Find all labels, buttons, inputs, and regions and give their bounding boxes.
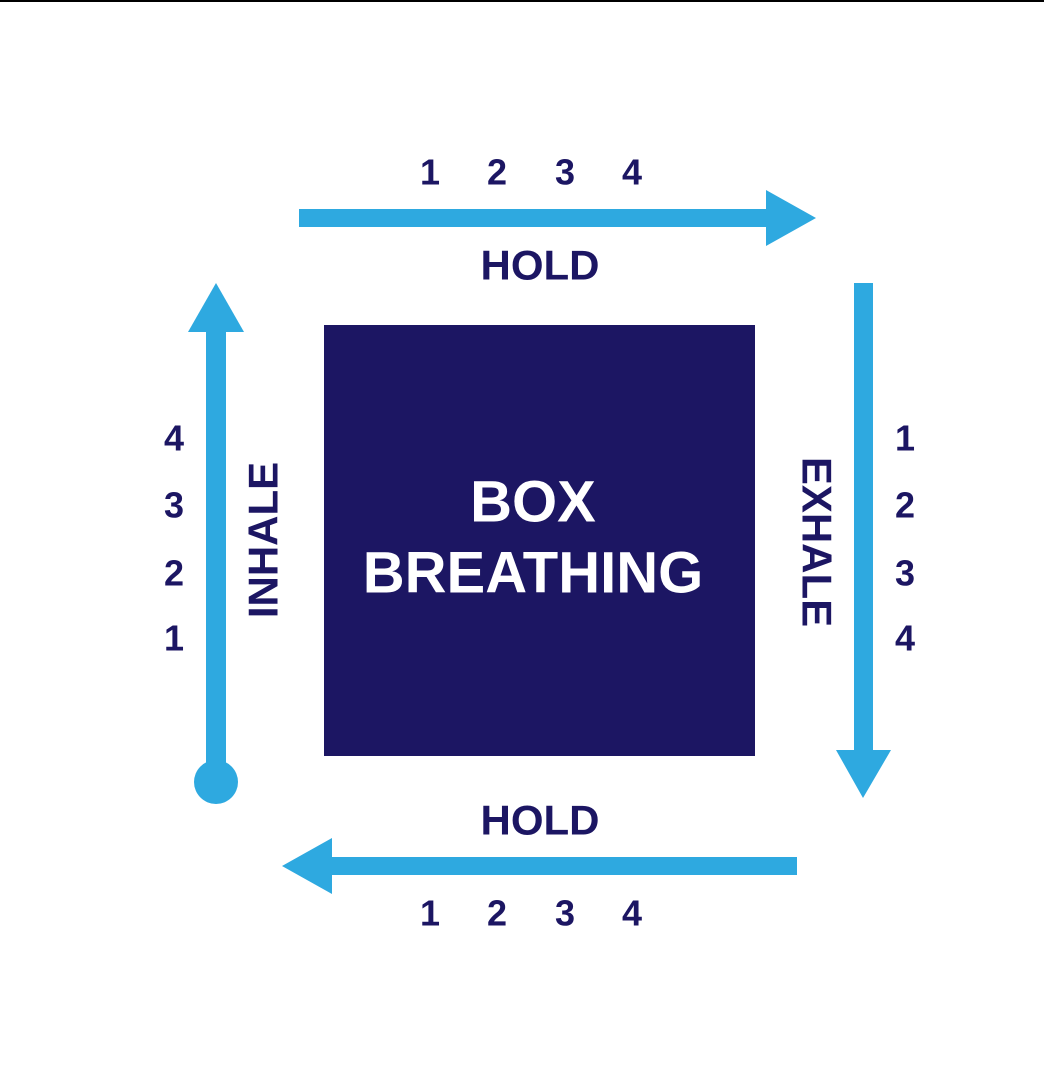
center-box (324, 325, 755, 756)
bottom-count-1: 1 (420, 893, 440, 934)
bottom-arrow-left (282, 838, 797, 894)
right-count-2: 2 (895, 485, 915, 526)
right-count-1: 1 (895, 418, 915, 459)
bottom-count-2: 2 (487, 893, 507, 934)
start-dot (194, 760, 238, 804)
right-label: EXHALE (794, 457, 841, 627)
bottom-count-4: 4 (622, 893, 642, 934)
left-count-4: 4 (164, 418, 184, 459)
left-count-3: 3 (164, 485, 184, 526)
bottom-count-3: 3 (555, 893, 575, 934)
left-arrow-up (188, 283, 244, 804)
top-count-4: 4 (622, 152, 642, 193)
top-count-3: 3 (555, 152, 575, 193)
top-arrow-right (299, 190, 816, 246)
right-count-4: 4 (895, 618, 915, 659)
left-label: INHALE (240, 462, 287, 618)
top-count-1: 1 (420, 152, 440, 193)
right-arrow-down (836, 283, 891, 798)
top-count-2: 2 (487, 152, 507, 193)
top-label: HOLD (481, 242, 600, 289)
left-count-1: 1 (164, 618, 184, 659)
bottom-label: HOLD (481, 797, 600, 844)
left-count-2: 2 (164, 553, 184, 594)
top-border (0, 0, 1044, 2)
title-line2: BREATHING (363, 541, 703, 606)
right-count-3: 3 (895, 553, 915, 594)
title-line1: BOX (470, 470, 596, 535)
